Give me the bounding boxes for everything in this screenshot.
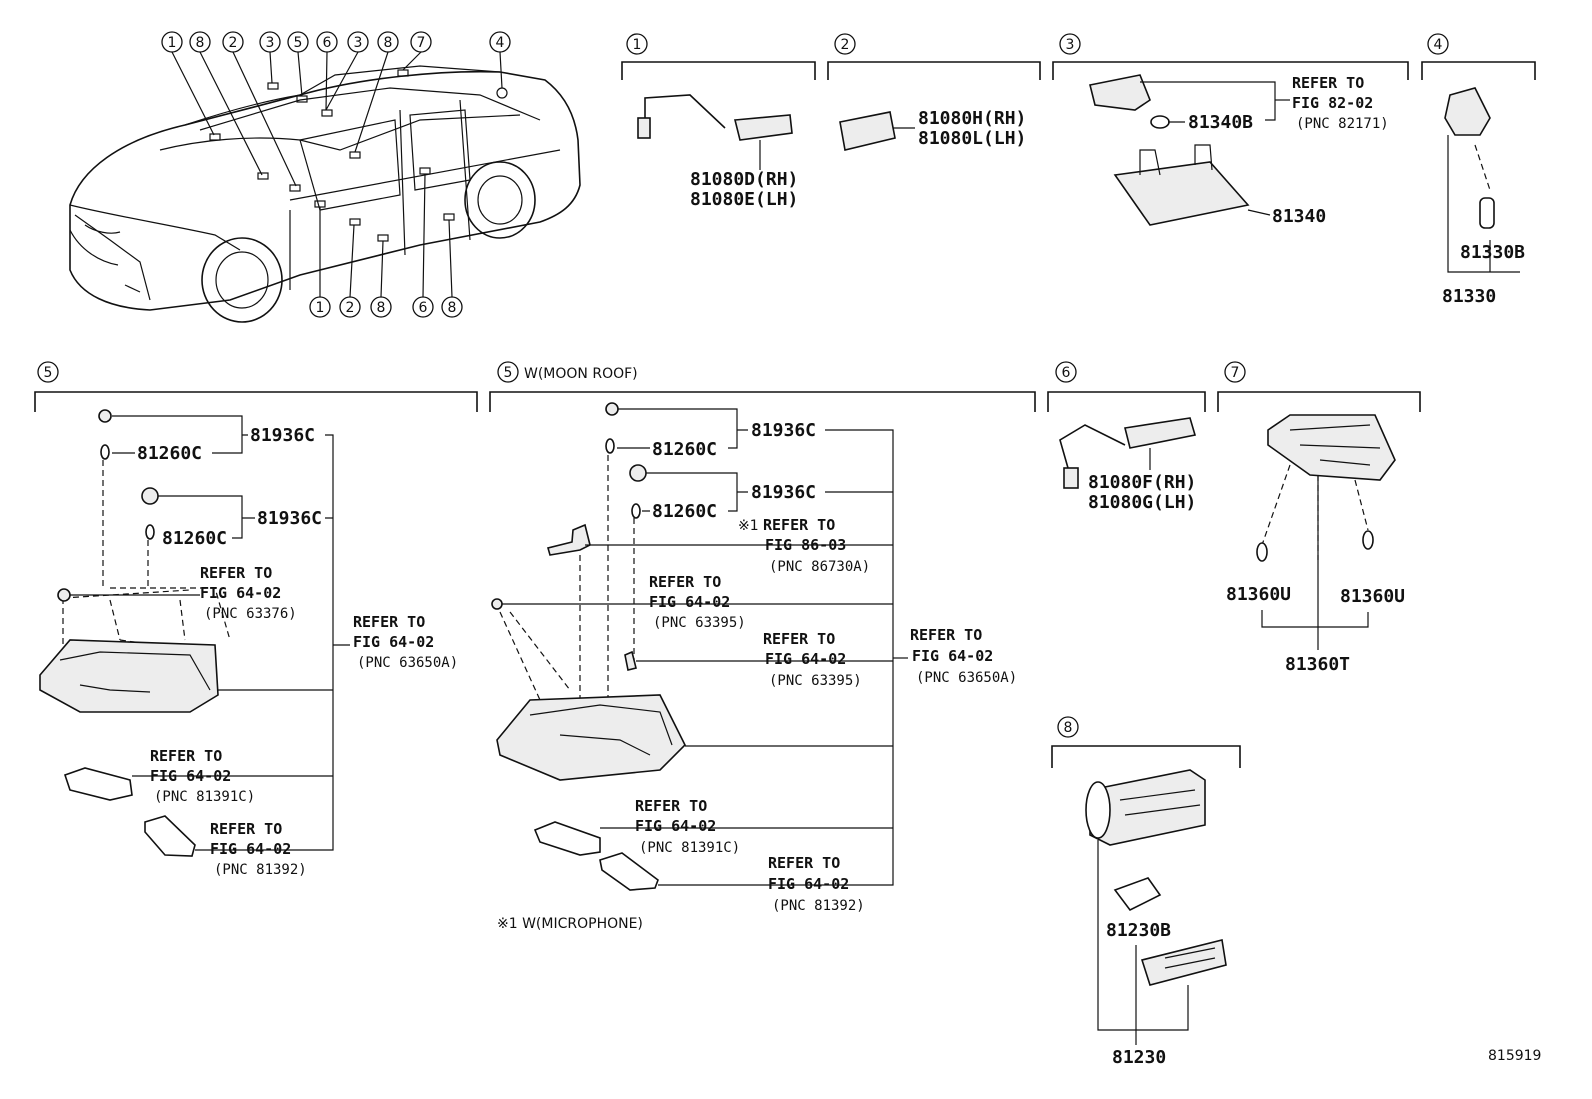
s5b-r2-3: (PNC 63395) [653, 615, 746, 631]
s1-part-a: 81080D(RH) [690, 169, 798, 190]
section-2: 2 81080H(RH) 81080L(LH) [827, 33, 1041, 151]
s5b-r1-3: (PNC 86730A) [769, 559, 870, 575]
s5a-p2: 81260C [137, 443, 202, 464]
s3-ref-1: REFER TO [1292, 74, 1364, 92]
s5a-p1: 81936C [250, 425, 315, 446]
s5a-p3: 81936C [257, 508, 322, 529]
car-callout-3b: 3 [354, 35, 363, 51]
s4-assy: 81330 [1442, 286, 1496, 307]
s3-bulb: 81340B [1188, 112, 1253, 133]
car-callout-bottom-2: 2 [346, 300, 355, 316]
s5b-r3-2: FIG 64-02 [765, 650, 846, 668]
s5b-r5-3: (PNC 81391C) [639, 840, 740, 856]
s5a-r2-3: (PNC 63650A) [357, 655, 458, 671]
s5a-r4-2: FIG 64-02 [210, 840, 291, 858]
s5a-r3-3: (PNC 81391C) [154, 789, 255, 805]
s5a-r4-3: (PNC 81392) [214, 862, 307, 878]
car-callout-7: 7 [417, 35, 426, 51]
s5b-r4-3: (PNC 63650A) [916, 670, 1017, 686]
s5b-title: W(MOON ROOF) [524, 366, 638, 382]
section-6-callout: 6 [1062, 365, 1071, 381]
section-4-callout: 4 [1434, 37, 1443, 53]
s5b-footnote: ※1 W(MICROPHONE) [497, 916, 643, 932]
figure-id: 815919 [1488, 1048, 1541, 1064]
section-5a-callout: 5 [44, 365, 53, 381]
s5b-r3-3: (PNC 63395) [769, 673, 862, 689]
section-3: 3 81340B REFER TO FIG 82-02 (PNC 82171) … [1052, 33, 1409, 227]
s5b-r3-1: REFER TO [763, 630, 835, 648]
s5a-r2-1: REFER TO [353, 613, 425, 631]
s5b-p3: 81936C [751, 482, 816, 503]
s5b-r2-1: REFER TO [649, 573, 721, 591]
s5a-r1-2: FIG 64-02 [200, 584, 281, 602]
car-callout-6: 6 [323, 35, 332, 51]
s3-ref-3: (PNC 82171) [1296, 116, 1389, 132]
s5b-r4-2: FIG 64-02 [912, 647, 993, 665]
car-callout-4: 4 [496, 35, 505, 51]
car-callout-3: 3 [266, 35, 275, 51]
s5b-mark: ※1 [738, 518, 759, 534]
s3-ref-2: FIG 82-02 [1292, 94, 1373, 112]
s6-part-b: 81080G(LH) [1088, 492, 1196, 513]
section-1-callout: 1 [633, 37, 642, 53]
section-6: 6 81080F(RH) 81080G(LH) [1047, 361, 1206, 513]
section-7: 7 81360U 81360U 81360T [1217, 361, 1421, 675]
s5a-r1-3: (PNC 63376) [204, 606, 297, 622]
section-4: 4 81330B 81330 [1421, 33, 1536, 307]
s5b-r6-2: FIG 64-02 [768, 875, 849, 893]
s5b-r2-2: FIG 64-02 [649, 593, 730, 611]
section-2-callout: 2 [841, 37, 850, 53]
car-illustration: 1 8 2 3 5 6 3 8 7 4 1 2 8 6 8 [69, 31, 581, 323]
s7-assy: 81360T [1285, 654, 1350, 675]
s7-bulb-left: 81360U [1226, 584, 1291, 605]
s7-bulb-right: 81360U [1340, 586, 1405, 607]
s5b-r5-2: FIG 64-02 [635, 817, 716, 835]
s5a-r3-1: REFER TO [150, 747, 222, 765]
s5b-r1-1: REFER TO [763, 516, 835, 534]
s5b-r4-1: REFER TO [910, 626, 982, 644]
s3-lamp: 81340 [1272, 206, 1326, 227]
s2-part-a: 81080H(RH) [918, 108, 1026, 129]
section-8-callout: 8 [1064, 720, 1073, 736]
s5a-r3-2: FIG 64-02 [150, 767, 231, 785]
s5b-p2: 81260C [652, 439, 717, 460]
car-callout-bottom-6: 6 [419, 300, 428, 316]
car-callout-bottom-8: 8 [377, 300, 386, 316]
car-callout-8: 8 [196, 35, 205, 51]
s5a-p4: 81260C [162, 528, 227, 549]
s5a-r2-2: FIG 64-02 [353, 633, 434, 651]
section-5b-callout: 5 [504, 365, 513, 381]
s4-bulb: 81330B [1460, 242, 1525, 263]
s5b-r1-2: FIG 86-03 [765, 536, 846, 554]
s5a-r1-1: REFER TO [200, 564, 272, 582]
car-callout-2: 2 [229, 35, 238, 51]
car-callout-bottom-1: 1 [316, 300, 325, 316]
s5a-r4-1: REFER TO [210, 820, 282, 838]
s5b-r6-1: REFER TO [768, 854, 840, 872]
s5b-p1: 81936C [751, 420, 816, 441]
car-callout-8b: 8 [384, 35, 393, 51]
s5b-r6-3: (PNC 81392) [772, 898, 865, 914]
section-1: 1 81080D(RH) 81080E(LH) [621, 33, 816, 210]
s5b-p4: 81260C [652, 501, 717, 522]
s2-part-b: 81080L(LH) [918, 128, 1026, 149]
car-callout-1: 1 [168, 35, 177, 51]
section-5a: 5 81260C 81936C 81260C 81936C REFER TO F… [34, 361, 478, 878]
section-8: 8 81230B 81230 [1051, 716, 1241, 1068]
s8-assy: 81230 [1112, 1047, 1166, 1068]
s5b-r5-1: REFER TO [635, 797, 707, 815]
car-callout-5: 5 [294, 35, 303, 51]
section-5b: 5 W(MOON ROOF) 81260C 81936C 81260C 8193… [489, 361, 1036, 932]
section-7-callout: 7 [1231, 365, 1240, 381]
section-3-callout: 3 [1066, 37, 1075, 53]
s6-part-a: 81080F(RH) [1088, 472, 1196, 493]
car-callout-bottom-8b: 8 [448, 300, 457, 316]
s1-part-b: 81080E(LH) [690, 189, 798, 210]
s8-bulb: 81230B [1106, 920, 1171, 941]
